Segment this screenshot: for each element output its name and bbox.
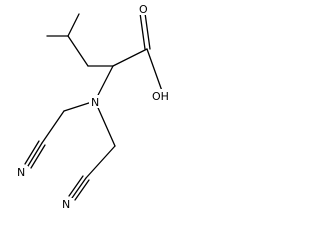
upper-nitrile-triple-bond-c <box>30 144 46 169</box>
upper-ch2-to-nitrile-bond <box>41 110 65 144</box>
upper-nitrile-triple-bond-b <box>27 142 43 167</box>
lower-nitrile-triple-bond-a <box>68 175 84 197</box>
oxygen-atom-label: O <box>139 3 148 16</box>
methyl-top-bond <box>67 13 80 37</box>
n-to-lower-ch2-bond <box>94 100 116 147</box>
carbonyl-double-bond-b <box>144 12 151 50</box>
lower-nitrile-label-bg <box>60 198 73 211</box>
lower-nitrile-nitrogen-label: N <box>62 198 70 211</box>
nitrogen-label-bg <box>89 95 102 108</box>
carboxyl-carbon-bond <box>112 48 148 67</box>
oxygen-label-bg <box>137 2 150 15</box>
hydroxyl-atom-label: OH <box>152 90 169 103</box>
lower-nitrile-triple-bond-b <box>71 177 87 199</box>
skeletal-formula: O OH N N N <box>15 2 173 211</box>
hydroxyl-label-bg <box>151 89 173 102</box>
upper-nitrile-triple-bond-a <box>24 140 40 165</box>
lower-ch2-to-nitrile-bond <box>85 145 116 179</box>
lower-nitrile-triple-bond-c <box>74 179 90 201</box>
hydroxyl-bond <box>146 48 163 92</box>
upper-nitrile-label-bg <box>15 166 28 179</box>
isopropyl-ch-bond <box>67 35 89 67</box>
nitrogen-atom-label: N <box>91 96 99 109</box>
upper-nitrile-nitrogen-label: N <box>17 166 25 179</box>
carbonyl-double-bond-a <box>139 12 146 50</box>
